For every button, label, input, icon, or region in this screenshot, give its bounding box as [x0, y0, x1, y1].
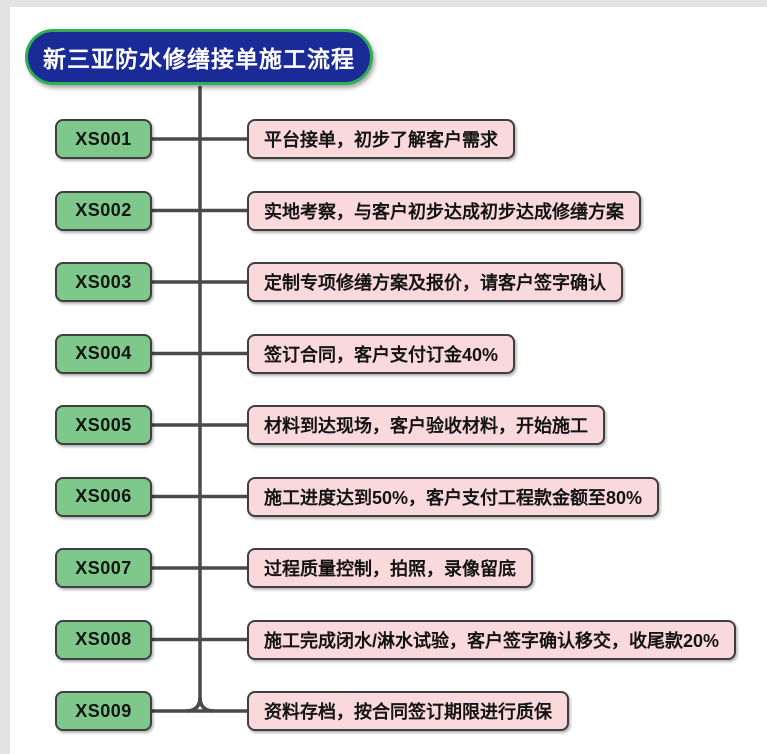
step-desc-node[interactable]: 材料到达现场，客户验收材料，开始施工: [247, 405, 605, 445]
step-desc-node[interactable]: 平台接单，初步了解客户需求: [247, 119, 515, 159]
step-code-node[interactable]: XS001: [55, 119, 152, 159]
step-code-node[interactable]: XS005: [55, 405, 152, 445]
step-code-node[interactable]: XS007: [55, 548, 152, 588]
step-desc-node[interactable]: 定制专项修缮方案及报价，请客户签字确认: [247, 262, 623, 302]
step-code-node[interactable]: XS004: [55, 333, 152, 374]
flow-step-row: XS008 施工完成闭水/淋水试验，客户签字确认移交，收尾款20%: [10, 619, 737, 660]
connector-lines: [150, 86, 249, 713]
flow-step-row: XS001 平台接单，初步了解客户需求: [10, 119, 736, 159]
diagram-canvas: 新三亚防水修缮接单施工流程 XS001 平台接单，初步了解客户需求 XS002 …: [10, 7, 767, 754]
flow-title-label: 新三亚防水修缮接单施工流程: [43, 46, 355, 72]
step-desc-node[interactable]: 过程质量控制，拍照，录像留底: [247, 548, 533, 588]
flow-step-row: XS007 过程质量控制，拍照，录像留底: [10, 548, 736, 588]
step-code-node[interactable]: XS009: [55, 691, 152, 731]
step-desc-node[interactable]: 施工进度达到50%，客户支付工程款金额至80%: [247, 476, 660, 517]
step-desc-node[interactable]: 实地考察，与客户初步达成初步达成修缮方案: [247, 190, 641, 231]
step-code-node[interactable]: XS003: [55, 262, 152, 302]
flow-steps: XS001 平台接单，初步了解客户需求 XS002 实地考察，与客户初步达成初步…: [10, 119, 737, 731]
flow-step-row: XS002 实地考察，与客户初步达成初步达成修缮方案: [10, 190, 736, 231]
flow-step-row: XS006 施工进度达到50%，客户支付工程款金额至80%: [10, 476, 736, 517]
step-desc-node[interactable]: 资料存档，按合同签订期限进行质保: [247, 691, 569, 731]
step-desc-node[interactable]: 施工完成闭水/淋水试验，客户签字确认移交，收尾款20%: [247, 619, 737, 660]
step-code-node[interactable]: XS002: [55, 190, 152, 231]
step-code-node[interactable]: XS006: [55, 476, 152, 517]
flow-step-row: XS003 定制专项修缮方案及报价，请客户签字确认: [10, 262, 736, 302]
flow-title-node[interactable]: 新三亚防水修缮接单施工流程: [25, 29, 373, 85]
step-code-node[interactable]: XS008: [55, 619, 152, 660]
flow-step-row: XS005 材料到达现场，客户验收材料，开始施工: [10, 405, 736, 445]
flow-step-row: XS009 资料存档，按合同签订期限进行质保: [10, 691, 736, 731]
step-desc-node[interactable]: 签订合同，客户支付订金40%: [247, 333, 516, 374]
flow-step-row: XS004 签订合同，客户支付订金40%: [10, 333, 736, 374]
